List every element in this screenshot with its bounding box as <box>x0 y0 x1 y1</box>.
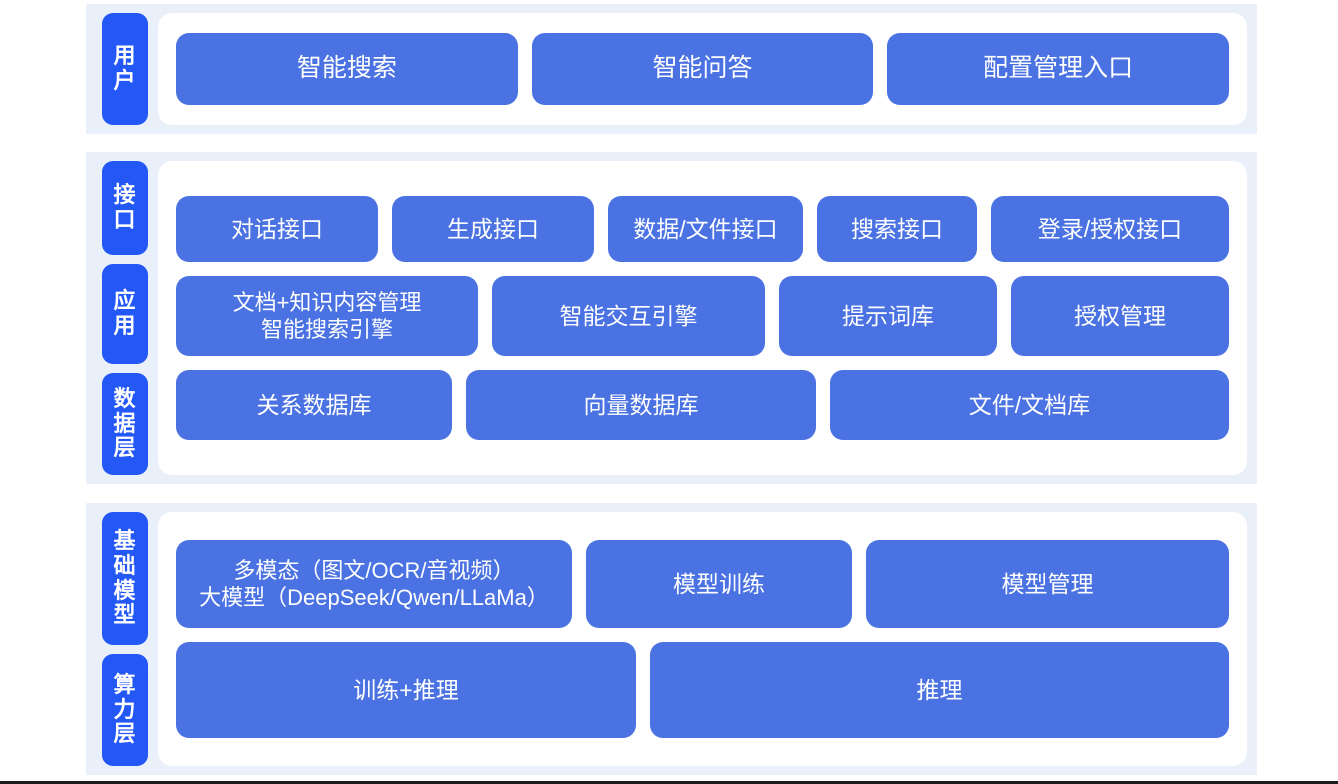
label-column-base: 基础模型 算力层 <box>86 503 148 775</box>
bottom-edge-rule <box>0 781 1338 784</box>
box-prompt-library[interactable]: 提示词库 <box>779 276 997 356</box>
box-relational-database[interactable]: 关系数据库 <box>176 370 452 440</box>
layer-label-interface: 接口 <box>102 161 148 255</box>
box-training-plus-inference[interactable]: 训练+推理 <box>176 642 636 738</box>
box-model-management[interactable]: 模型管理 <box>866 540 1229 628</box>
box-data-file-interface[interactable]: 数据/文件接口 <box>608 196 803 262</box>
box-authorization-management[interactable]: 授权管理 <box>1011 276 1229 356</box>
row-foundation-model: 多模态（图文/OCR/音视频） 大模型（DeepSeek/Qwen/LLaMa）… <box>176 540 1229 628</box>
layer-label-application: 应用 <box>102 264 148 364</box>
box-config-management-entry[interactable]: 配置管理入口 <box>887 33 1230 105</box>
box-file-document-store[interactable]: 文件/文档库 <box>830 370 1229 440</box>
box-inference[interactable]: 推理 <box>650 642 1229 738</box>
band-interface-application-data: 接口 应用 数据层 对话接口 生成接口 数据/文件接口 搜索接口 登录/授权接口… <box>86 152 1257 484</box>
panel-middle-layer: 对话接口 生成接口 数据/文件接口 搜索接口 登录/授权接口 文档+知识内容管理… <box>158 161 1247 475</box>
box-vector-database[interactable]: 向量数据库 <box>466 370 816 440</box>
layer-label-compute: 算力层 <box>102 654 148 766</box>
layer-label-user: 用户 <box>102 13 148 125</box>
band-foundation-model-compute: 基础模型 算力层 多模态（图文/OCR/音视频） 大模型（DeepSeek/Qw… <box>86 503 1257 775</box>
box-dialog-interface[interactable]: 对话接口 <box>176 196 378 262</box>
box-smart-qa[interactable]: 智能问答 <box>531 33 874 105</box>
box-multimodal-large-model[interactable]: 多模态（图文/OCR/音视频） 大模型（DeepSeek/Qwen/LLaMa） <box>176 540 572 628</box>
layer-label-data: 数据层 <box>102 373 148 475</box>
label-column-user: 用户 <box>86 4 148 134</box>
box-login-authorization-interface[interactable]: 登录/授权接口 <box>991 196 1229 262</box>
panel-user-layer: 智能搜索 智能问答 配置管理入口 <box>158 13 1247 125</box>
box-model-training[interactable]: 模型训练 <box>586 540 852 628</box>
layer-label-foundation-model: 基础模型 <box>102 512 148 645</box>
box-intelligent-interaction-engine[interactable]: 智能交互引擎 <box>492 276 765 356</box>
row-application: 文档+知识内容管理 智能搜索引擎 智能交互引擎 提示词库 授权管理 <box>176 276 1229 356</box>
row-interface: 对话接口 生成接口 数据/文件接口 搜索接口 登录/授权接口 <box>176 196 1229 262</box>
row-compute: 训练+推理 推理 <box>176 642 1229 738</box>
row-data-storage: 关系数据库 向量数据库 文件/文档库 <box>176 370 1229 440</box>
band-user-layer: 用户 智能搜索 智能问答 配置管理入口 <box>86 4 1257 134</box>
box-smart-search[interactable]: 智能搜索 <box>176 33 518 105</box>
label-column-middle: 接口 应用 数据层 <box>86 152 148 484</box>
row-user-entries: 智能搜索 智能问答 配置管理入口 <box>176 33 1230 105</box>
box-generation-interface[interactable]: 生成接口 <box>392 196 594 262</box>
panel-base-layer: 多模态（图文/OCR/音视频） 大模型（DeepSeek/Qwen/LLaMa）… <box>158 512 1247 766</box>
box-search-interface[interactable]: 搜索接口 <box>817 196 977 262</box>
box-document-knowledge-management[interactable]: 文档+知识内容管理 智能搜索引擎 <box>176 276 478 356</box>
